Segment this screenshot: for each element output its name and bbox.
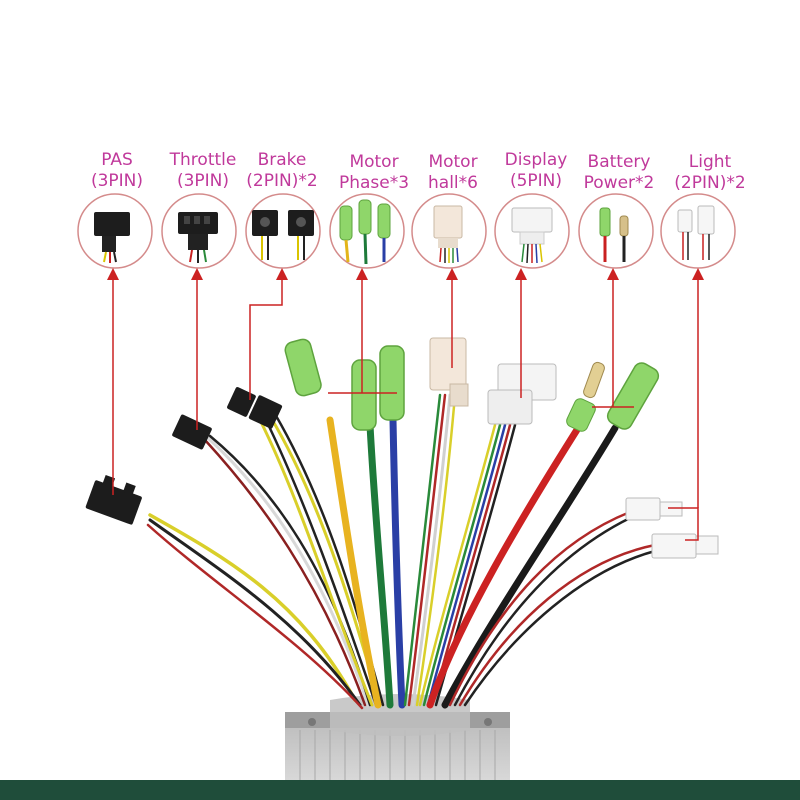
label-display: Display(5PIN) [504,150,568,191]
throttle-plug [172,414,212,450]
motor-phase-plugs [284,338,405,431]
brake-plug [227,387,283,429]
battery-plugs [566,361,660,432]
light-plugs [625,497,719,559]
arrow-light-link [668,507,699,541]
battery-power-connector-icon [578,193,654,269]
label-brake: Brake(2PIN)*2 [246,150,318,191]
wire-harness [146,393,657,710]
bottom-band [0,780,800,800]
label-throttle: Throttle(3PIN) [169,150,237,191]
brake-connector-icon [245,193,321,269]
label-pas: PAS(3PIN) [90,150,144,191]
arrow-brake [249,268,288,400]
pas-plug [85,475,142,525]
motor-hall-connector-icon [411,193,487,269]
indicator-arrows [107,268,704,541]
pas-connector-icon [77,193,153,269]
harness-connectors [85,337,719,559]
light-connector-icon [660,193,736,269]
throttle-connector-icon [161,193,237,269]
display-plug [487,363,557,425]
label-light: Light(2PIN)*2 [674,152,746,193]
controller-box [285,694,510,780]
display-connector-icon [494,193,570,269]
motor-hall-plug [429,337,469,407]
connector-thumbnails [77,193,736,269]
motor-phase-connector-icon [329,193,405,269]
